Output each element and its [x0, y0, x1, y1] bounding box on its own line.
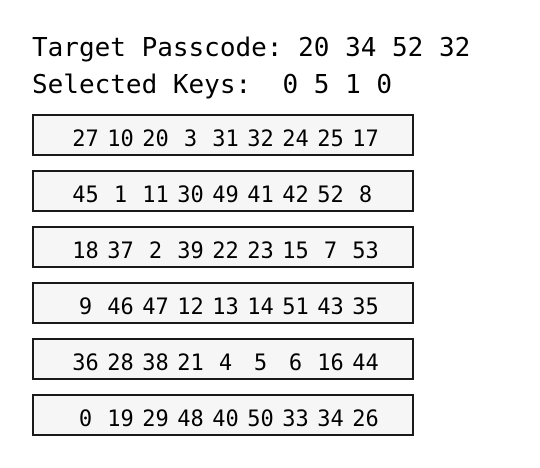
key-button[interactable]: 20: [142, 126, 169, 152]
key-button[interactable]: 42: [282, 182, 309, 208]
key-button[interactable]: 17: [352, 126, 379, 152]
key-button[interactable]: 39: [177, 238, 204, 264]
key-button[interactable]: 46: [107, 294, 134, 320]
key-button[interactable]: 50: [247, 406, 274, 432]
key-button[interactable]: 2: [148, 238, 163, 264]
key-button[interactable]: 27: [72, 126, 99, 152]
target-passcode-label: Target Passcode:: [32, 33, 283, 63]
key-button[interactable]: 28: [107, 350, 134, 376]
key-button[interactable]: 1: [113, 182, 128, 208]
key-button[interactable]: 33: [282, 406, 309, 432]
key-button[interactable]: 15: [282, 238, 309, 264]
key-button[interactable]: 29: [142, 406, 169, 432]
key-button[interactable]: 34: [317, 406, 344, 432]
key-button[interactable]: 36: [72, 350, 99, 376]
key-button[interactable]: 25: [317, 126, 344, 152]
key-button[interactable]: 12: [177, 294, 204, 320]
key-button[interactable]: 18: [72, 238, 99, 264]
key-row-2: 45 1 11 30 49 41 42 52 8: [32, 170, 414, 212]
key-row-4: 9 46 47 12 13 14 51 43 35: [32, 282, 414, 324]
key-button[interactable]: 43: [317, 294, 344, 320]
key-button[interactable]: 53: [352, 238, 379, 264]
key-button[interactable]: 9: [78, 294, 93, 320]
key-button[interactable]: 37: [107, 238, 134, 264]
selected-keys-value: 0 5 1 0: [266, 70, 393, 100]
key-button[interactable]: 3: [183, 126, 198, 152]
key-button[interactable]: 24: [282, 126, 309, 152]
key-button[interactable]: 32: [247, 126, 274, 152]
key-button[interactable]: 10: [107, 126, 134, 152]
selected-keys-line: Selected Keys: 0 5 1 0: [32, 70, 392, 100]
key-button[interactable]: 5: [253, 350, 268, 376]
key-button[interactable]: 38: [142, 350, 169, 376]
key-button[interactable]: 23: [247, 238, 274, 264]
key-button[interactable]: 44: [352, 350, 379, 376]
key-button[interactable]: 0: [78, 406, 93, 432]
key-button[interactable]: 21: [177, 350, 204, 376]
key-button[interactable]: 40: [212, 406, 239, 432]
key-button[interactable]: 6: [288, 350, 303, 376]
key-button[interactable]: 16: [317, 350, 344, 376]
key-button[interactable]: 7: [323, 238, 338, 264]
key-button[interactable]: 51: [282, 294, 309, 320]
key-row-5: 36 28 38 21 4 5 6 16 44: [32, 338, 414, 380]
key-button[interactable]: 49: [212, 182, 239, 208]
key-button[interactable]: 11: [142, 182, 169, 208]
keypad: 27 10 20 3 31 32 24 25 17 45 1 11 30 49 …: [32, 114, 414, 450]
key-row-3: 18 37 2 39 22 23 15 7 53: [32, 226, 414, 268]
key-button[interactable]: 45: [72, 182, 99, 208]
key-button[interactable]: 31: [212, 126, 239, 152]
key-row-6: 0 19 29 48 40 50 33 34 26: [32, 394, 414, 436]
key-button[interactable]: 35: [352, 294, 379, 320]
key-button[interactable]: 47: [142, 294, 169, 320]
key-button[interactable]: 8: [358, 182, 373, 208]
key-row-1: 27 10 20 3 31 32 24 25 17: [32, 114, 414, 156]
key-button[interactable]: 19: [107, 406, 134, 432]
key-button[interactable]: 14: [247, 294, 274, 320]
key-button[interactable]: 13: [212, 294, 239, 320]
selected-keys-label: Selected Keys:: [32, 70, 252, 100]
key-button[interactable]: 41: [247, 182, 274, 208]
key-button[interactable]: 52: [317, 182, 344, 208]
key-button[interactable]: 26: [352, 406, 379, 432]
key-button[interactable]: 48: [177, 406, 204, 432]
key-button[interactable]: 30: [177, 182, 204, 208]
key-button[interactable]: 22: [212, 238, 239, 264]
target-passcode-value: 20 34 52 32: [298, 33, 471, 63]
target-passcode-line: Target Passcode: 20 34 52 32: [32, 33, 470, 63]
key-button[interactable]: 4: [218, 350, 233, 376]
